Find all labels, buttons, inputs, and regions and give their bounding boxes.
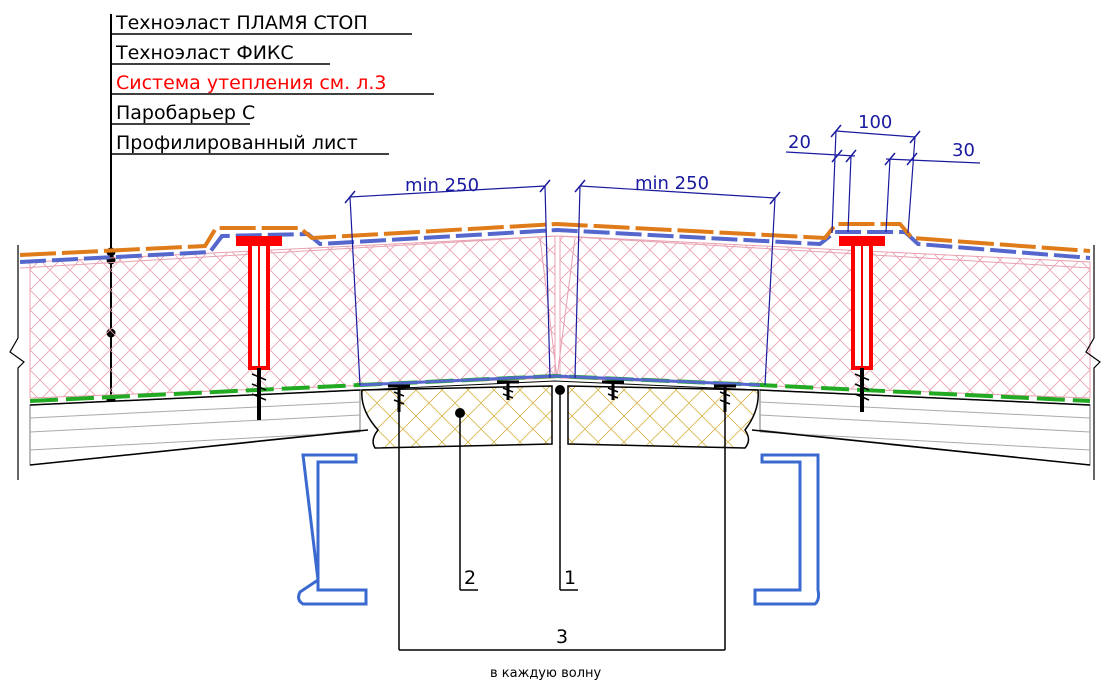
dimension-right-offset: 30 [952, 140, 975, 161]
purlins [297, 453, 821, 606]
screws [388, 380, 736, 412]
dimension-right-overlap: min 250 [635, 173, 709, 194]
dimension-ticks [344, 124, 921, 205]
layer-label-insulation-system: Система утепления см. л.3 [116, 72, 386, 94]
layer-label-base-membrane: Техноэласт ФИКС [115, 42, 294, 64]
callout-3: 3 [556, 626, 568, 648]
dimension-left-overlap: min 250 [405, 175, 479, 196]
dimension-top-width: 100 [858, 112, 892, 133]
profiled-sheet [29, 389, 1091, 466]
layer-legend: Техноэласт ПЛАМЯ СТОП Техноэласт ФИКС Си… [106, 12, 434, 440]
layer-label-vapor-barrier: Паробарьер С [116, 102, 255, 124]
callout-dot-1 [555, 385, 565, 395]
callout-dot-2 [455, 408, 465, 418]
dimension-lines [349, 130, 981, 386]
callout-2: 2 [464, 567, 476, 589]
left-anchor [236, 236, 282, 420]
right-anchor [839, 236, 885, 412]
callout-1: 1 [564, 567, 576, 589]
break-symbols [9, 245, 1101, 480]
dimension-left-offset: 20 [788, 132, 811, 153]
insulation-layer [29, 235, 1091, 399]
layer-label-top-membrane: Техноэласт ПЛАМЯ СТОП [115, 12, 368, 34]
wood-blocks [359, 374, 761, 449]
callout-lines [398, 392, 726, 651]
layer-label-profiled-sheet: Профилированный лист [116, 132, 358, 154]
callout-3-note: в каждую волну [490, 666, 602, 681]
membrane-layers [19, 221, 1091, 269]
